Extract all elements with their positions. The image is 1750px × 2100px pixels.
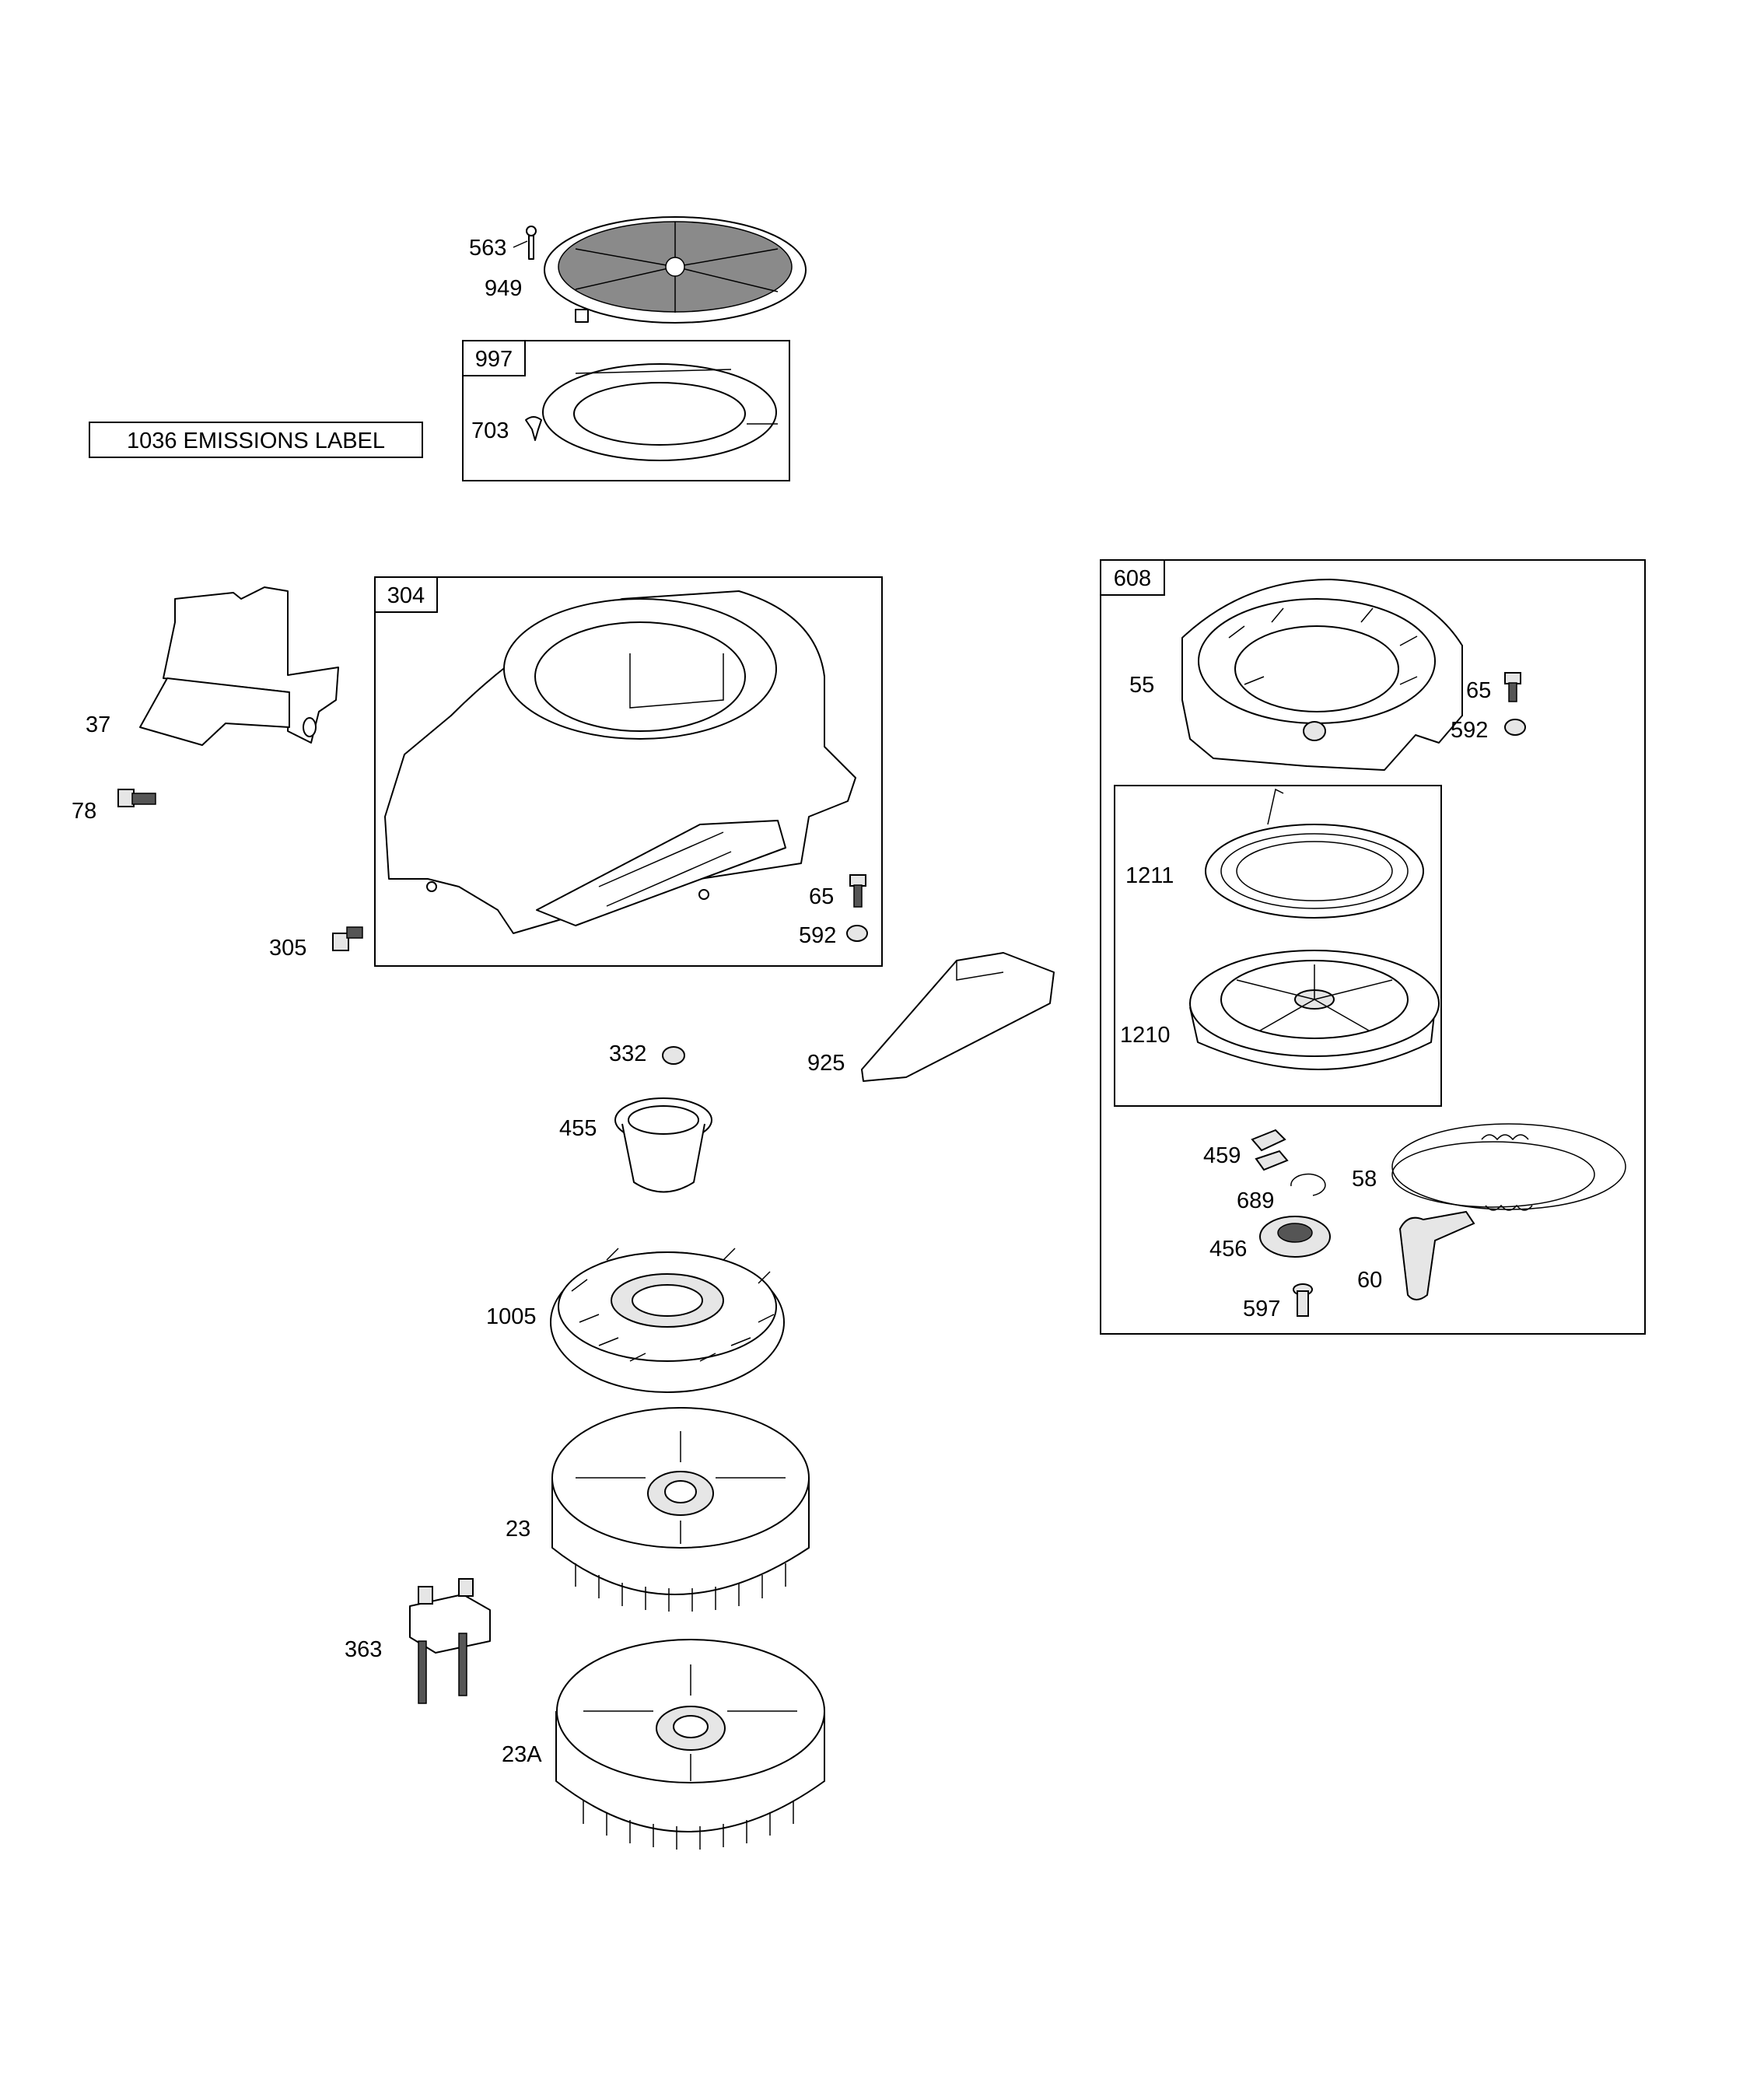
part-65-bolt-b bbox=[1504, 672, 1521, 702]
part-563-screw bbox=[526, 226, 537, 260]
part-459-dog bbox=[1251, 1129, 1289, 1171]
emissions-label: 1036 EMISSIONS LABEL bbox=[89, 422, 423, 458]
part-949-screen bbox=[544, 216, 807, 324]
part-1210-pulley bbox=[1189, 950, 1440, 1070]
part-597-screw bbox=[1293, 1283, 1313, 1317]
label-37: 37 bbox=[86, 712, 110, 737]
label-23: 23 bbox=[506, 1517, 530, 1542]
part-592-nut-a bbox=[846, 925, 868, 942]
part-37-baffle bbox=[139, 586, 339, 746]
emissions-label-text: 1036 EMISSIONS LABEL bbox=[127, 429, 385, 453]
label-58: 58 bbox=[1352, 1167, 1377, 1192]
box-inner-spring-pulley bbox=[1114, 785, 1442, 1107]
box-304: 304 bbox=[374, 576, 883, 967]
box-608-number: 608 bbox=[1114, 566, 1151, 591]
part-58-rope bbox=[1391, 1123, 1626, 1211]
label-459: 459 bbox=[1203, 1143, 1241, 1168]
label-597: 597 bbox=[1243, 1297, 1280, 1321]
leader-lines bbox=[513, 240, 778, 425]
part-689-retainer bbox=[1290, 1173, 1326, 1196]
box-304-number: 304 bbox=[387, 583, 425, 608]
box-997-number: 997 bbox=[475, 347, 513, 372]
label-65a: 65 bbox=[809, 884, 834, 909]
part-65-bolt-a bbox=[849, 874, 866, 908]
label-703: 703 bbox=[471, 418, 509, 443]
part-23-flywheel bbox=[551, 1407, 810, 1612]
part-455-starter-cup bbox=[614, 1097, 712, 1193]
part-55-starter-housing bbox=[1181, 579, 1463, 771]
part-925-guard bbox=[861, 952, 1055, 1082]
label-1211: 1211 bbox=[1125, 863, 1174, 888]
part-23a-flywheel bbox=[555, 1639, 825, 1850]
part-60-handle bbox=[1398, 1210, 1475, 1300]
label-363: 363 bbox=[345, 1637, 382, 1662]
part-363-bracket bbox=[409, 1578, 491, 1704]
part-1005-fan bbox=[550, 1248, 785, 1393]
label-305: 305 bbox=[269, 936, 306, 961]
label-563: 563 bbox=[469, 236, 506, 261]
label-55: 55 bbox=[1129, 673, 1154, 698]
part-592-nut-b bbox=[1504, 719, 1526, 736]
label-592a: 592 bbox=[799, 923, 836, 948]
part-305-screw bbox=[332, 926, 363, 951]
box-997: 997 bbox=[462, 340, 790, 481]
part-456-retainer bbox=[1259, 1216, 1331, 1258]
part-78-screw bbox=[117, 789, 156, 807]
label-455: 455 bbox=[559, 1116, 597, 1141]
label-949: 949 bbox=[485, 276, 522, 301]
label-65b: 65 bbox=[1466, 678, 1491, 703]
label-1210: 1210 bbox=[1120, 1023, 1171, 1048]
label-23a: 23A bbox=[502, 1742, 542, 1767]
part-332-nut bbox=[662, 1046, 685, 1065]
box-608: 608 bbox=[1100, 559, 1646, 1335]
part-304-blower-housing bbox=[384, 590, 856, 934]
label-925: 925 bbox=[807, 1051, 845, 1076]
label-1005: 1005 bbox=[486, 1304, 537, 1329]
label-456: 456 bbox=[1209, 1237, 1247, 1262]
label-60: 60 bbox=[1357, 1268, 1382, 1293]
label-78: 78 bbox=[72, 799, 96, 824]
label-689: 689 bbox=[1237, 1188, 1274, 1213]
label-332: 332 bbox=[609, 1041, 646, 1066]
label-592b: 592 bbox=[1451, 718, 1488, 743]
part-703-pin bbox=[525, 416, 542, 441]
part-997-plate bbox=[542, 363, 777, 461]
part-1211-spring bbox=[1205, 788, 1424, 919]
